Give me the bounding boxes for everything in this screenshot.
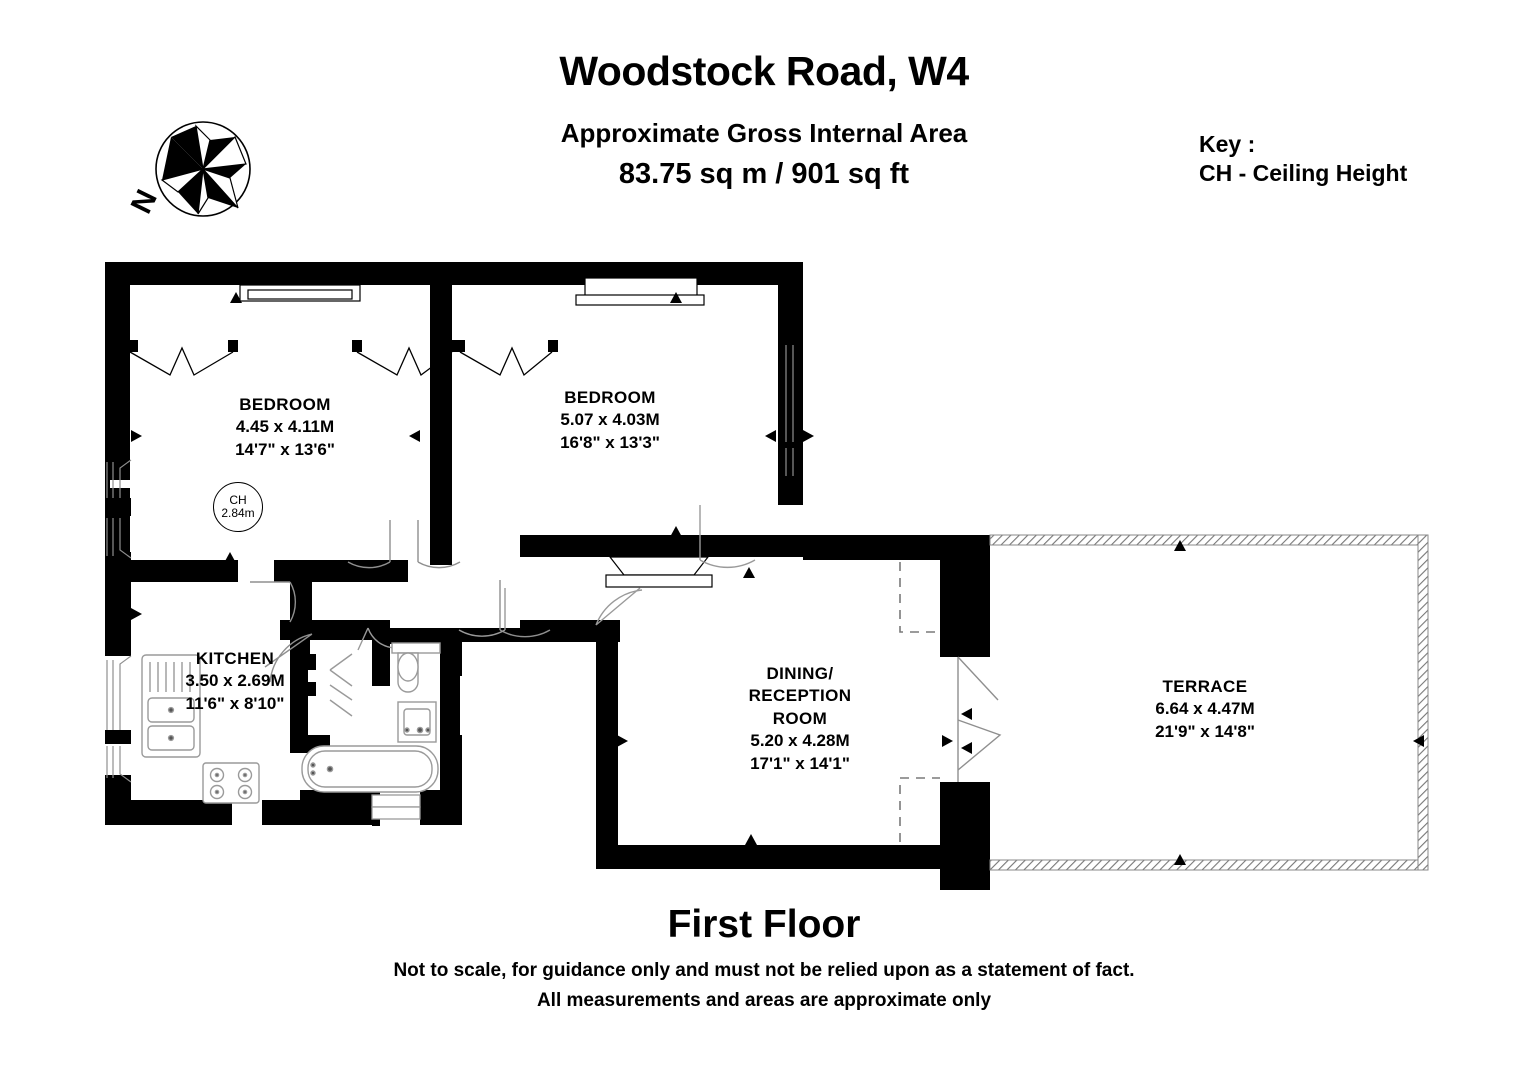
dining-french-doors — [957, 656, 1002, 782]
bedroom2-bay-window — [352, 340, 457, 377]
bedroom1-window-recess-top — [239, 284, 361, 302]
bedroom1-name: BEDROOM — [239, 395, 331, 414]
key-title: Key : — [1199, 131, 1256, 157]
dining-name-line1: DINING/ — [766, 664, 834, 683]
room-label-dining-reception: DINING/ RECEPTION ROOM 5.20 x 4.28M 17'1… — [665, 663, 935, 775]
bedroom2-name: BEDROOM — [564, 388, 656, 407]
bathroom-basin — [397, 701, 437, 743]
terrace-outline — [989, 534, 1429, 871]
dining-name-line3: ROOM — [772, 708, 828, 728]
bedroom1-imperial: 14'7" x 13'6" — [235, 439, 335, 459]
room-label-bedroom-1: BEDROOM 4.45 x 4.11M 14'7" x 13'6" — [150, 394, 420, 461]
door-swings — [250, 505, 756, 717]
kitchen-imperial: 11'6" x 8'10" — [185, 693, 285, 713]
compass-rose-icon — [138, 112, 268, 227]
ceiling-height-badge: CH 2.84m — [213, 482, 263, 532]
dining-alcove-dashes — [899, 562, 940, 842]
bedroom2-right-window — [785, 345, 794, 476]
dining-metric: 5.20 x 4.28M — [750, 731, 850, 751]
area-value: 83.75 sq m / 901 sq ft — [618, 158, 910, 190]
disclaimer-line-2: All measurements and areas are approxima… — [536, 990, 992, 1011]
dining-name-line2: RECEPTION — [748, 686, 852, 706]
bathroom-bottom-step — [371, 794, 421, 820]
room-label-bedroom-2: BEDROOM 5.07 x 4.03M 16'8" x 13'3" — [475, 387, 745, 454]
left-wall-window-upper — [106, 459, 132, 559]
terrace-name: TERRACE — [1162, 677, 1248, 696]
kitchen-hob — [202, 762, 260, 804]
room-label-terrace: TERRACE 6.64 x 4.47M 21'9" x 14'8" — [1070, 676, 1340, 743]
left-wall-window-kitchen — [106, 655, 132, 783]
bedroom1-metric: 4.45 x 4.11M — [235, 417, 335, 437]
bedroom2-metric: 5.07 x 4.03M — [560, 410, 660, 430]
bedroom1-bay-window — [128, 340, 238, 376]
bedroom2-bay-window-2 — [455, 340, 558, 377]
page-title: Woodstock Road, W4 — [559, 48, 969, 94]
terrace-imperial: 21'9" x 14'8" — [1155, 721, 1255, 741]
key-item-ceiling-height: CH - Ceiling Height — [1199, 160, 1408, 187]
disclaimer-line-1: Not to scale, for guidance only and must… — [393, 960, 1135, 981]
area-label: Approximate Gross Internal Area — [560, 118, 968, 148]
key-legend: Key : CH - Ceiling Height — [1199, 130, 1407, 189]
bedroom2-bottom-window — [605, 556, 713, 588]
dining-imperial: 17'1" x 14'1" — [750, 753, 850, 773]
exterior-walls — [105, 262, 990, 890]
kitchen-name: KITCHEN — [195, 649, 275, 668]
dimension-arrows — [131, 292, 1424, 865]
bedroom2-window-recess-top — [575, 277, 705, 306]
plan-header: Woodstock Road, W4 Approximate Gross Int… — [0, 0, 1528, 219]
ceiling-height-code: CH — [229, 492, 247, 507]
floor-plan-drawing — [0, 230, 1528, 890]
ceiling-height-value: 2.84m — [221, 506, 255, 520]
bathroom-bathtub — [301, 745, 439, 793]
floor-name: First Floor — [667, 903, 861, 946]
bathroom-toilet — [391, 642, 441, 693]
room-label-kitchen: KITCHEN 3.50 x 2.69M 11'6" x 8'10" — [100, 648, 370, 715]
bedroom2-imperial: 16'8" x 13'3" — [560, 432, 660, 452]
kitchen-sink — [141, 654, 201, 758]
terrace-metric: 6.64 x 4.47M — [1155, 699, 1255, 719]
kitchen-metric: 3.50 x 2.69M — [185, 671, 285, 691]
